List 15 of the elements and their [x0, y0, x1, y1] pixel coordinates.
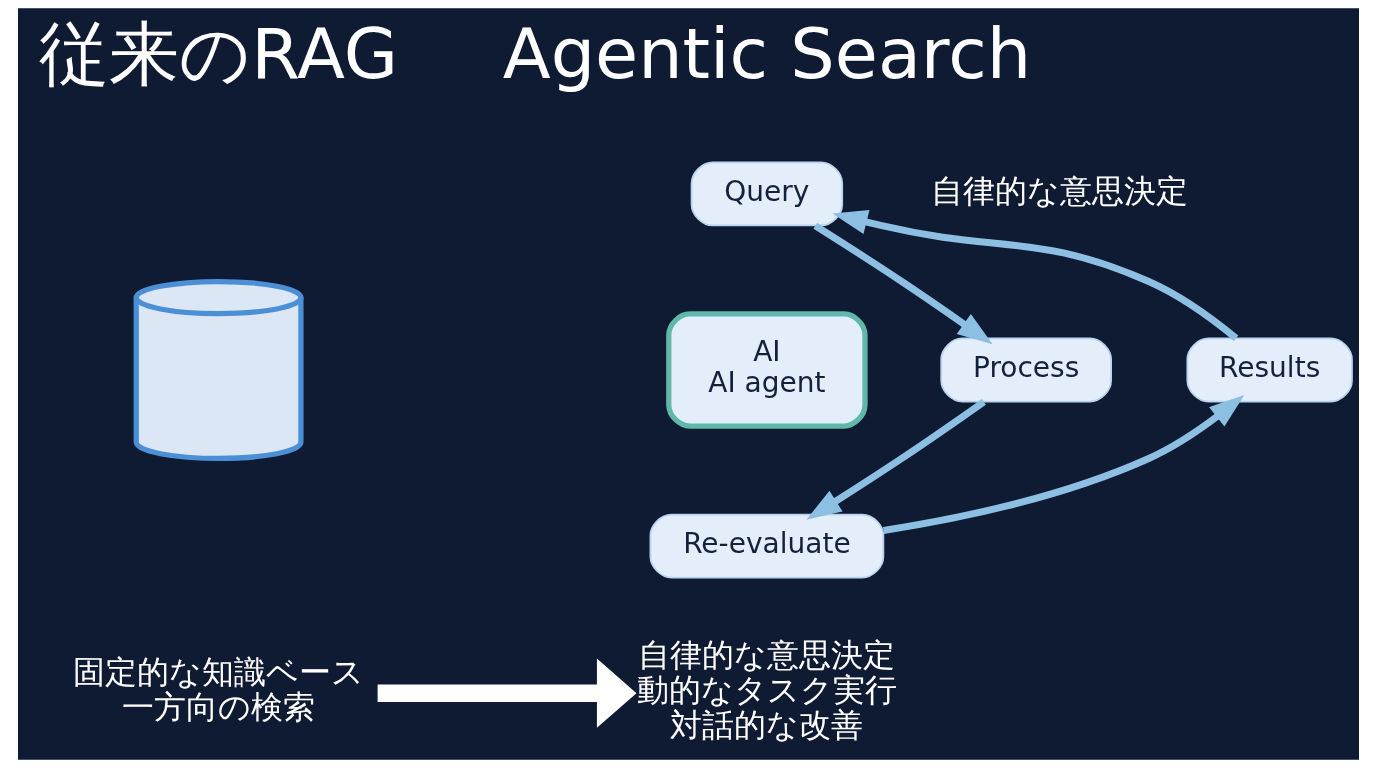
label: Agentic Search [502, 13, 1031, 96]
node-text: 固定的な知識ベース 一方向の検索 [72, 654, 364, 726]
arrow [377, 658, 636, 728]
node-box: Results [1185, 337, 1353, 403]
label: 従来のRAG [38, 13, 398, 96]
arrow [805, 399, 986, 520]
label: 自律的な意思決定 [930, 172, 1188, 209]
arrow [831, 210, 1238, 341]
node-box: Process [939, 337, 1112, 403]
node-text: 自律的な意思決定 動的なタスク実行 対話的な改善 [636, 636, 897, 743]
node-box: Re-evaluate [649, 513, 884, 579]
arrow [812, 222, 993, 345]
node-box: AI AI agent [665, 311, 868, 429]
node-box: Query [690, 161, 843, 227]
arrow [882, 394, 1244, 534]
